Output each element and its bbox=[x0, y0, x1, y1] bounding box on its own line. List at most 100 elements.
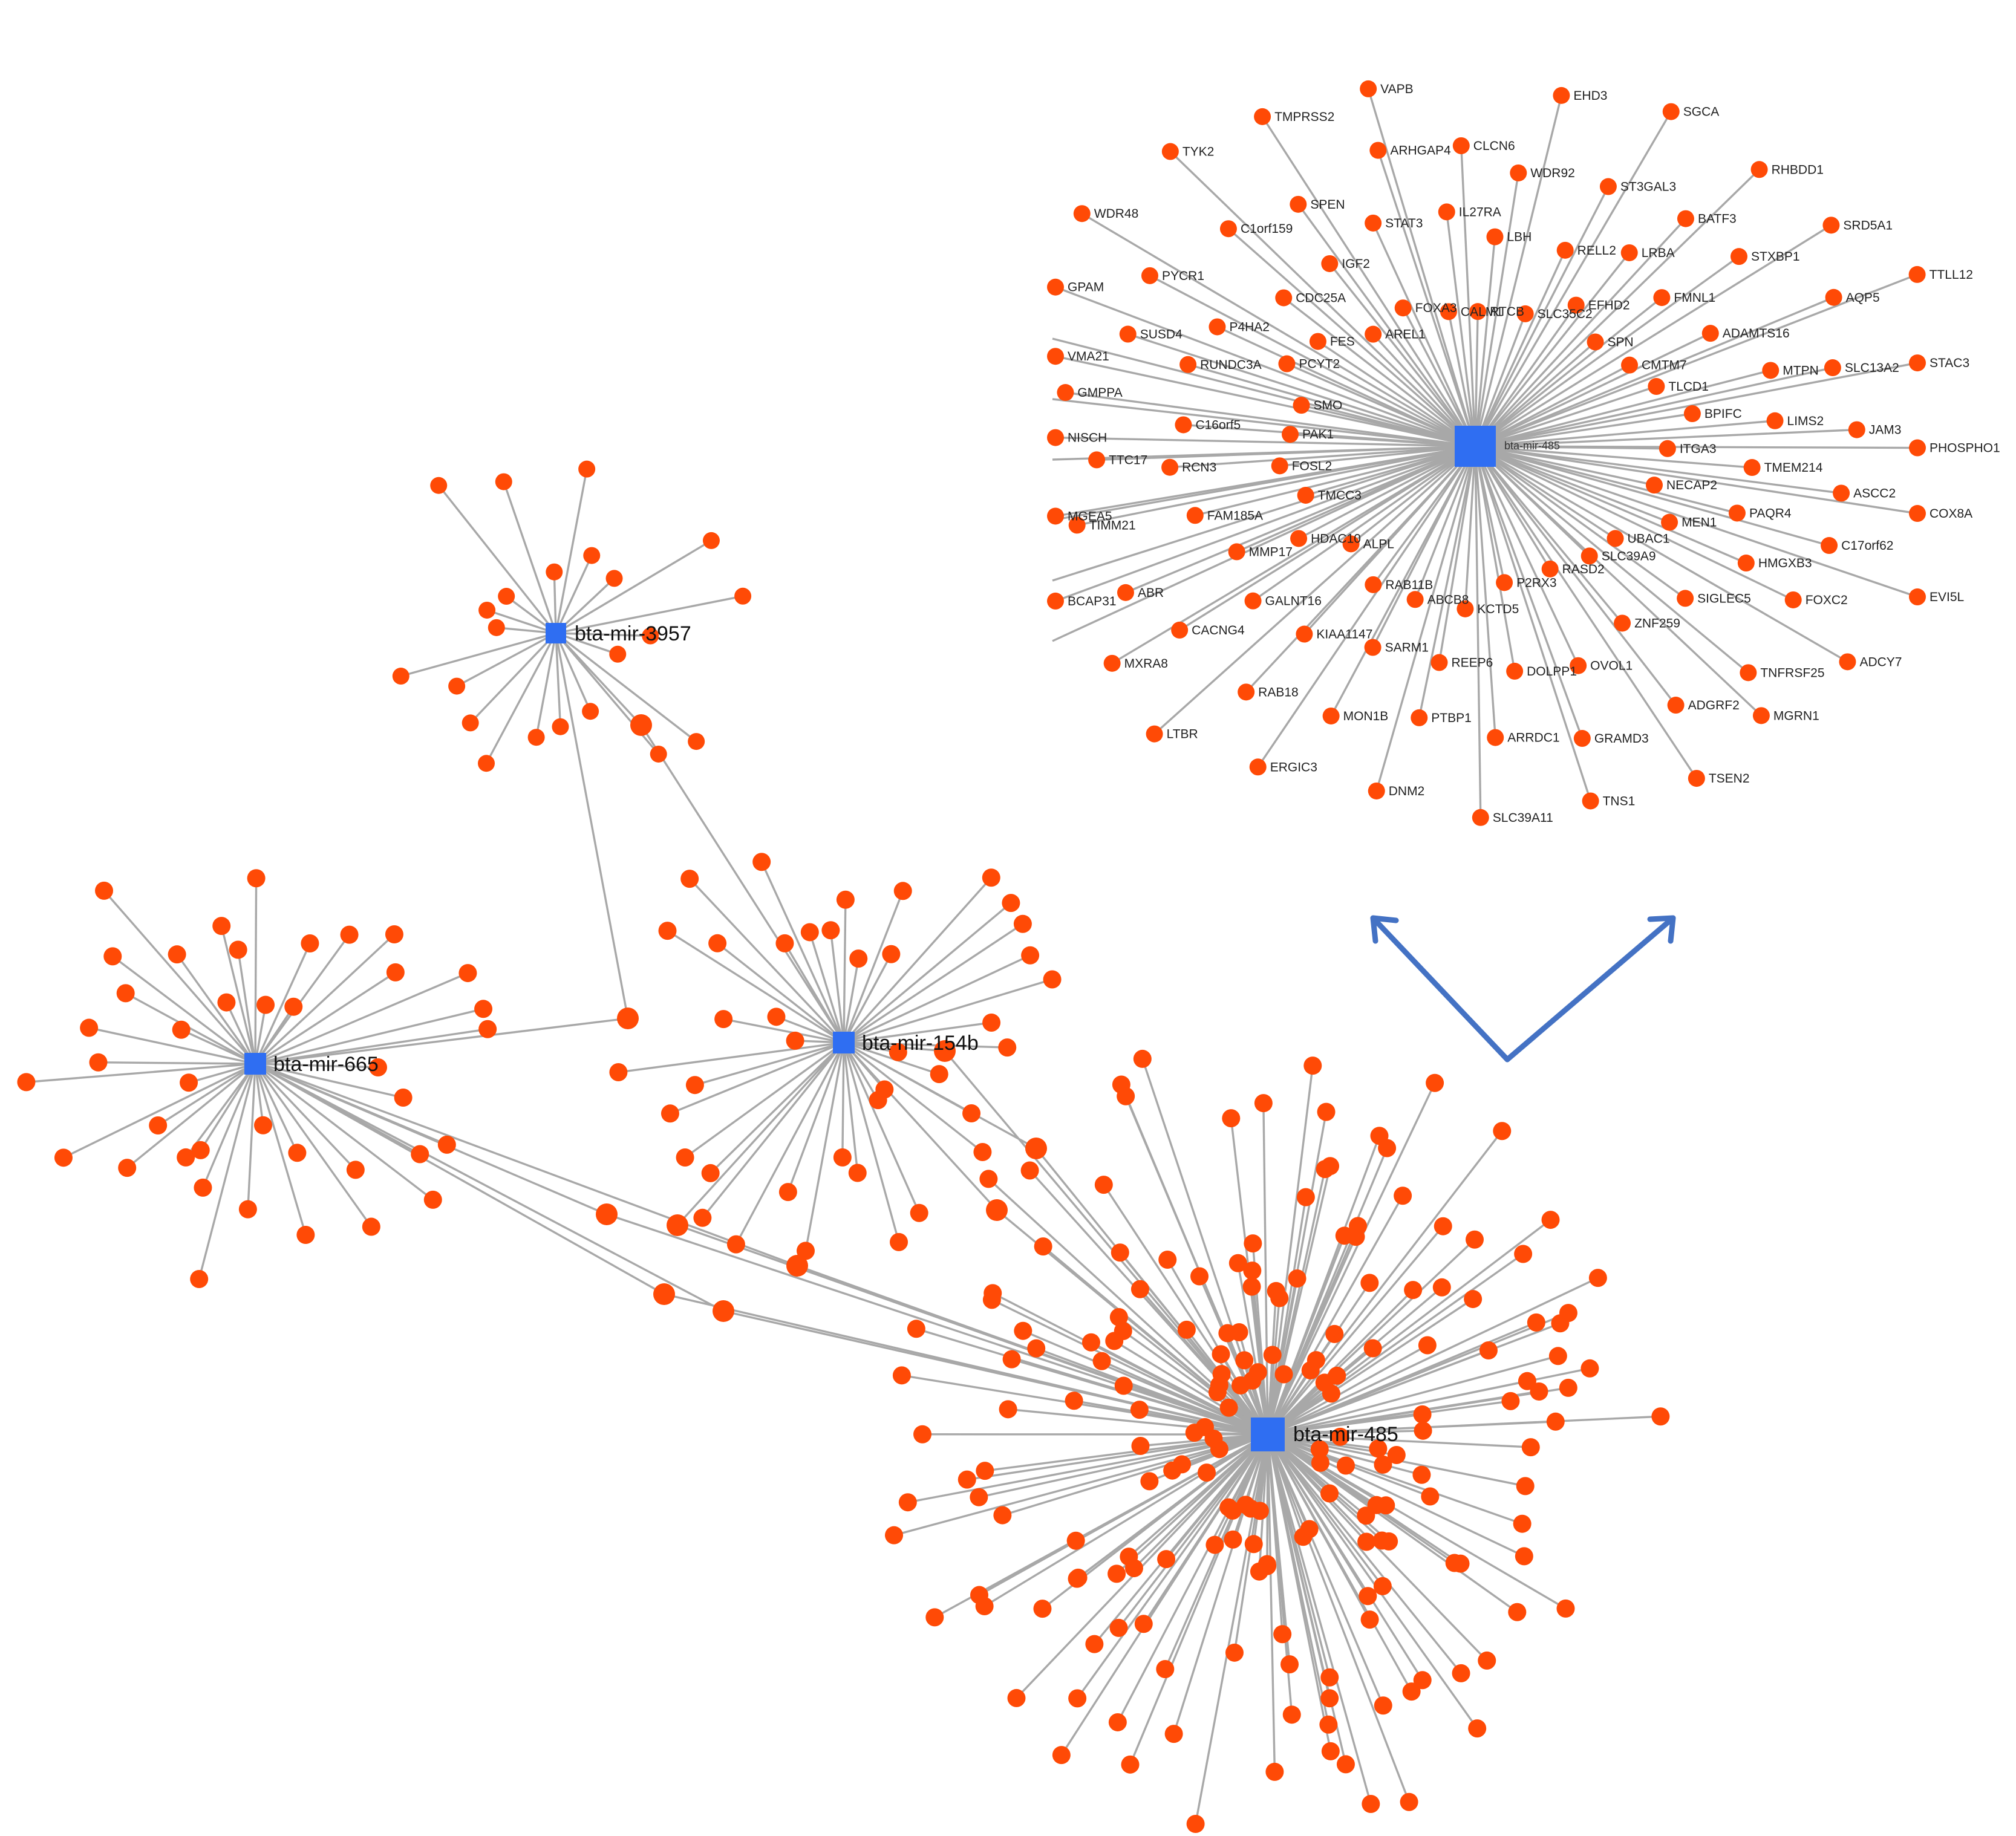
gene-node[interactable] bbox=[1328, 1366, 1346, 1385]
gene-node[interactable] bbox=[1360, 1610, 1379, 1629]
zoom-gene-node[interactable] bbox=[1430, 654, 1448, 671]
gene-node-shared[interactable] bbox=[1025, 1138, 1047, 1159]
gene-node[interactable] bbox=[191, 1141, 210, 1159]
zoom-gene-node[interactable] bbox=[1825, 288, 1842, 306]
gene-node[interactable] bbox=[95, 881, 114, 900]
gene-node[interactable] bbox=[775, 934, 794, 952]
gene-node[interactable] bbox=[1117, 1087, 1135, 1105]
gene-node[interactable] bbox=[605, 570, 623, 587]
gene-node[interactable] bbox=[1081, 1333, 1100, 1352]
gene-node[interactable] bbox=[478, 1020, 497, 1038]
gene-node[interactable] bbox=[1205, 1535, 1224, 1554]
zoom-gene-node[interactable] bbox=[1309, 333, 1326, 350]
zoom-gene-node[interactable] bbox=[1486, 228, 1504, 246]
gene-node[interactable] bbox=[889, 1043, 907, 1061]
gene-node[interactable] bbox=[1320, 1484, 1339, 1503]
mirna-node-485[interactable] bbox=[1251, 1418, 1285, 1451]
gene-node[interactable] bbox=[288, 1144, 307, 1162]
zoom-gene-node[interactable] bbox=[1587, 333, 1604, 351]
gene-node[interactable] bbox=[676, 1148, 694, 1167]
gene-node[interactable] bbox=[893, 882, 912, 900]
gene-node[interactable] bbox=[1121, 1755, 1140, 1774]
zoom-gene-node[interactable] bbox=[1469, 303, 1487, 321]
gene-node[interactable] bbox=[1414, 1421, 1432, 1440]
zoom-gene-node[interactable] bbox=[1553, 86, 1570, 104]
zoom-gene-node[interactable] bbox=[1365, 214, 1382, 232]
zoom-gene-node[interactable] bbox=[1278, 355, 1296, 373]
gene-node[interactable] bbox=[229, 940, 247, 959]
gene-node[interactable] bbox=[116, 984, 135, 1003]
zoom-gene-node[interactable] bbox=[1440, 303, 1457, 321]
gene-node[interactable] bbox=[1360, 1274, 1379, 1292]
gene-node[interactable] bbox=[1164, 1725, 1183, 1743]
gene-node[interactable] bbox=[1331, 1427, 1349, 1446]
gene-node[interactable] bbox=[478, 601, 496, 619]
zoom-gene-node[interactable] bbox=[1621, 356, 1639, 374]
zoom-gene-node[interactable] bbox=[1762, 362, 1779, 379]
zoom-gene-node[interactable] bbox=[1752, 707, 1770, 724]
zoom-gene-node[interactable] bbox=[1648, 378, 1665, 396]
gene-node-shared[interactable] bbox=[667, 1214, 688, 1236]
gene-node[interactable] bbox=[1228, 1254, 1247, 1272]
gene-node[interactable] bbox=[1190, 1267, 1209, 1286]
gene-node[interactable] bbox=[1337, 1456, 1355, 1475]
zoom-gene-node[interactable] bbox=[1909, 354, 1926, 372]
zoom-gene-node[interactable] bbox=[1186, 507, 1204, 524]
gene-node[interactable] bbox=[680, 870, 699, 888]
gene-node[interactable] bbox=[885, 1526, 904, 1545]
gene-node[interactable] bbox=[1131, 1436, 1150, 1455]
gene-node[interactable] bbox=[796, 1242, 815, 1260]
zoom-gene-node[interactable] bbox=[1737, 555, 1755, 572]
gene-node[interactable] bbox=[890, 1232, 909, 1251]
gene-node[interactable] bbox=[474, 1000, 493, 1018]
gene-node[interactable] bbox=[1394, 1187, 1412, 1205]
gene-node[interactable] bbox=[1219, 1498, 1238, 1517]
zoom-gene-node[interactable] bbox=[1452, 137, 1470, 154]
gene-node[interactable] bbox=[898, 1493, 917, 1512]
gene-node[interactable] bbox=[296, 1225, 315, 1244]
gene-node[interactable] bbox=[1325, 1324, 1344, 1343]
gene-node[interactable] bbox=[1387, 1445, 1406, 1464]
zoom-gene-node[interactable] bbox=[1088, 451, 1106, 469]
zoom-gene-node[interactable] bbox=[1293, 397, 1310, 414]
gene-node[interactable] bbox=[650, 745, 667, 763]
zoom-gene-node[interactable] bbox=[1321, 255, 1339, 272]
gene-node[interactable] bbox=[172, 1020, 191, 1039]
zoom-gene-node[interactable] bbox=[1677, 210, 1694, 227]
zoom-gene-node[interactable] bbox=[1667, 697, 1685, 714]
gene-node[interactable] bbox=[869, 1091, 887, 1110]
zoom-gene-node[interactable] bbox=[1516, 305, 1534, 322]
gene-node[interactable] bbox=[1013, 914, 1032, 933]
gene-node[interactable] bbox=[1198, 1463, 1216, 1482]
gene-node[interactable] bbox=[1156, 1659, 1175, 1678]
gene-node[interactable] bbox=[970, 1488, 988, 1506]
zoom-gene-node[interactable] bbox=[1839, 653, 1856, 671]
zoom-gene-node[interactable] bbox=[1368, 782, 1385, 799]
zoom-gene-node[interactable] bbox=[1141, 267, 1158, 284]
zoom-gene-node[interactable] bbox=[1068, 516, 1086, 534]
zoom-gene-node[interactable] bbox=[1661, 513, 1678, 531]
zoom-gene-node[interactable] bbox=[1599, 178, 1617, 195]
gene-node[interactable] bbox=[1134, 1615, 1153, 1633]
zoom-gene-node[interactable] bbox=[1683, 405, 1701, 423]
gene-node[interactable] bbox=[1651, 1407, 1670, 1426]
gene-node[interactable] bbox=[1195, 1418, 1214, 1436]
gene-node[interactable] bbox=[1243, 1261, 1262, 1280]
gene-node[interactable] bbox=[1374, 1696, 1392, 1715]
gene-node[interactable] bbox=[498, 588, 515, 605]
gene-node[interactable] bbox=[1432, 1278, 1451, 1297]
gene-node[interactable] bbox=[1222, 1109, 1241, 1128]
gene-node[interactable] bbox=[1317, 1102, 1336, 1121]
zoom-gene-node[interactable] bbox=[1175, 416, 1192, 434]
gene-node[interactable] bbox=[1225, 1643, 1244, 1662]
gene-node[interactable] bbox=[1212, 1365, 1231, 1384]
zoom-gene-node[interactable] bbox=[1581, 547, 1598, 565]
gene-node[interactable] bbox=[702, 532, 720, 549]
gene-node[interactable] bbox=[1434, 1217, 1452, 1235]
gene-node[interactable] bbox=[1514, 1245, 1533, 1263]
zoom-gene-node[interactable] bbox=[1171, 621, 1189, 639]
gene-node[interactable] bbox=[1111, 1243, 1129, 1262]
zoom-gene-node[interactable] bbox=[1117, 584, 1134, 601]
zoom-gene-node[interactable] bbox=[1438, 203, 1455, 221]
gene-node[interactable] bbox=[1273, 1625, 1292, 1644]
